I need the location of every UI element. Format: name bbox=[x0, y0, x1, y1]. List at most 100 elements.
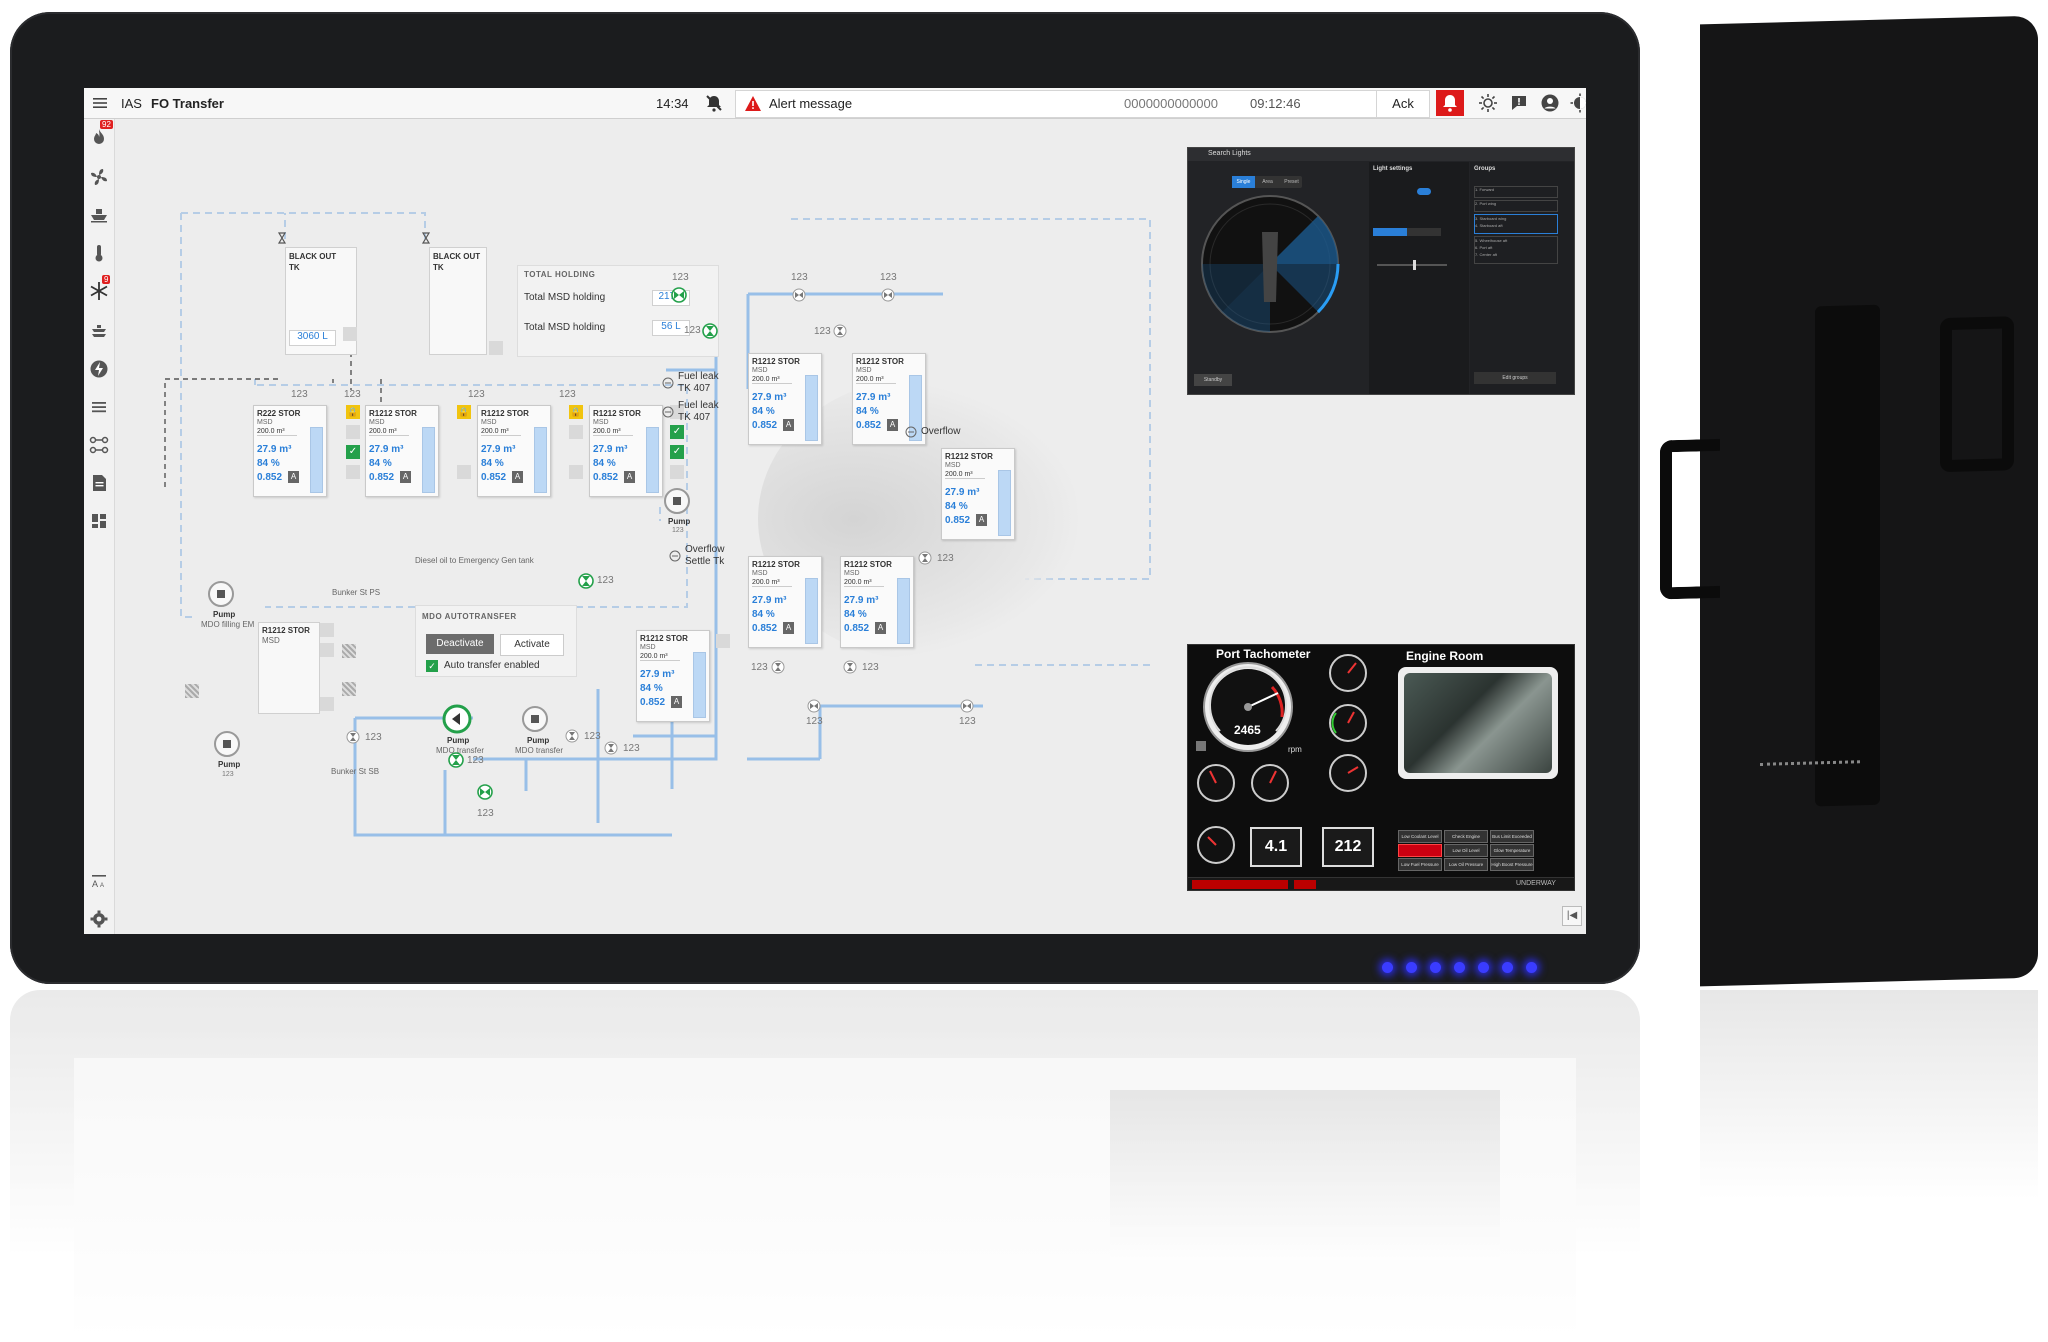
brightness-icon[interactable] bbox=[1478, 93, 1498, 113]
ship-icon[interactable] bbox=[89, 205, 109, 225]
valve-closed-icon[interactable] bbox=[604, 741, 618, 755]
hardware-led-button[interactable] bbox=[1478, 962, 1489, 973]
minus-circle-icon bbox=[905, 426, 917, 438]
pump-label: Pump bbox=[668, 517, 691, 526]
intensity-slider[interactable] bbox=[1377, 260, 1447, 270]
pump-right[interactable] bbox=[663, 487, 691, 515]
valve-closed-icon[interactable] bbox=[881, 288, 895, 302]
valve-closed-icon[interactable] bbox=[771, 660, 785, 674]
thermometer-icon[interactable] bbox=[89, 243, 109, 263]
alarm-button[interactable]: Check Engine bbox=[1444, 830, 1488, 843]
valve-closed-icon[interactable] bbox=[565, 729, 579, 743]
alarm-button[interactable]: Low Oil Pressure bbox=[1444, 858, 1488, 871]
engine-room-camera[interactable] bbox=[1398, 667, 1558, 779]
standby-button[interactable]: Standby bbox=[1194, 374, 1232, 386]
valve-closed-icon[interactable] bbox=[843, 660, 857, 674]
mute-bell-icon[interactable] bbox=[704, 93, 724, 113]
card-volume: 27.9 m³ bbox=[856, 392, 891, 403]
card-capacity: 200.0 m³ bbox=[752, 376, 792, 384]
edit-groups-button[interactable]: Edit groups bbox=[1474, 372, 1556, 384]
power-bolt-icon[interactable] bbox=[89, 359, 109, 379]
valve-open-icon[interactable] bbox=[702, 323, 718, 339]
fire-icon[interactable] bbox=[89, 127, 109, 147]
card-density: 0.852 bbox=[481, 472, 507, 483]
document-icon[interactable] bbox=[89, 473, 109, 493]
beam-mode-selector[interactable] bbox=[1373, 228, 1441, 236]
auto-transfer-checkbox[interactable]: ✓ bbox=[426, 660, 438, 672]
hardware-led-button[interactable] bbox=[1454, 962, 1465, 973]
hardware-led-button[interactable] bbox=[1502, 962, 1513, 973]
group-item[interactable]: 1. Forward bbox=[1474, 186, 1558, 198]
alarm-button[interactable]: Low Coolant Level bbox=[1398, 830, 1442, 843]
valve-open-icon[interactable] bbox=[671, 287, 687, 303]
valve-closed-icon[interactable] bbox=[807, 699, 821, 713]
tab-preset[interactable]: Preset bbox=[1284, 179, 1299, 185]
group-item[interactable]: 2. Port wing bbox=[1474, 200, 1558, 212]
alarm-button[interactable]: Glow Temperature bbox=[1490, 844, 1534, 857]
alarm-button[interactable]: Low Oil Level bbox=[1444, 844, 1488, 857]
settings-gear-icon[interactable] bbox=[89, 909, 109, 929]
alarm-button[interactable]: Bus Limit Exceeded bbox=[1490, 830, 1534, 843]
pump-mdo-transfer-active[interactable] bbox=[442, 704, 472, 734]
valve-closed-icon[interactable] bbox=[346, 730, 360, 744]
list-icon[interactable] bbox=[89, 397, 109, 417]
hardware-led-button[interactable] bbox=[1406, 962, 1417, 973]
ack-button[interactable]: Ack bbox=[1376, 90, 1430, 118]
light-power-toggle[interactable] bbox=[1417, 188, 1431, 195]
dashboard-icon[interactable] bbox=[89, 511, 109, 531]
alert-bar[interactable]: Alert message 0000000000000 09:12:46 bbox=[735, 90, 1377, 118]
network-icon[interactable] bbox=[89, 435, 109, 455]
tab-single[interactable]: Single bbox=[1232, 176, 1255, 188]
alarm-button[interactable]: Low Fuel Pressure bbox=[1398, 858, 1442, 871]
groups-title: Groups bbox=[1474, 166, 1496, 172]
pump-bottom-left[interactable] bbox=[213, 730, 241, 758]
valve-open-icon[interactable] bbox=[448, 752, 464, 768]
valve-closed-icon[interactable] bbox=[833, 324, 847, 338]
status-square bbox=[489, 341, 503, 355]
valve-open-icon[interactable] bbox=[477, 784, 493, 800]
valve-open-icon[interactable] bbox=[578, 573, 594, 589]
alarm-button[interactable]: High Boost Pressure bbox=[1490, 858, 1534, 871]
rpm-value: 2465 bbox=[1234, 723, 1261, 737]
tab-area[interactable]: Area bbox=[1262, 179, 1273, 185]
hardware-led-button[interactable] bbox=[1382, 962, 1393, 973]
alarm-bell-button[interactable] bbox=[1436, 90, 1464, 116]
chat-alert-icon[interactable] bbox=[1509, 93, 1529, 113]
collapse-panel-button[interactable]: |◀ bbox=[1562, 906, 1582, 926]
gauge-toggle[interactable] bbox=[1196, 741, 1206, 751]
small-storage-tank[interactable]: R1212 STOR MSD bbox=[258, 622, 320, 714]
pump-mdo-filling[interactable] bbox=[207, 580, 235, 608]
fan-icon[interactable] bbox=[89, 167, 109, 187]
hardware-led-button[interactable] bbox=[1526, 962, 1537, 973]
day-night-icon[interactable] bbox=[1570, 93, 1586, 113]
level-bar bbox=[310, 427, 323, 493]
hardware-led-button[interactable] bbox=[1430, 962, 1441, 973]
pump-mdo-transfer-2[interactable] bbox=[521, 705, 549, 733]
user-icon[interactable] bbox=[1540, 93, 1560, 113]
alarm-button-active[interactable] bbox=[1398, 844, 1442, 857]
activate-button[interactable]: Activate bbox=[500, 634, 564, 656]
hamburger-menu-icon[interactable] bbox=[92, 95, 108, 111]
valve-closed-icon[interactable] bbox=[918, 551, 932, 565]
auto-tag: A bbox=[783, 622, 794, 634]
black-out-tank-2[interactable]: BLACK OUT TK bbox=[429, 247, 487, 355]
valve-closed-icon[interactable] bbox=[960, 699, 974, 713]
light-direction-dial[interactable] bbox=[1198, 192, 1343, 337]
vessel-layers-icon[interactable] bbox=[89, 321, 109, 341]
valve-closed-icon[interactable] bbox=[792, 288, 806, 302]
deactivate-button[interactable]: Deactivate bbox=[426, 634, 494, 654]
snowflake-icon[interactable] bbox=[89, 281, 109, 301]
